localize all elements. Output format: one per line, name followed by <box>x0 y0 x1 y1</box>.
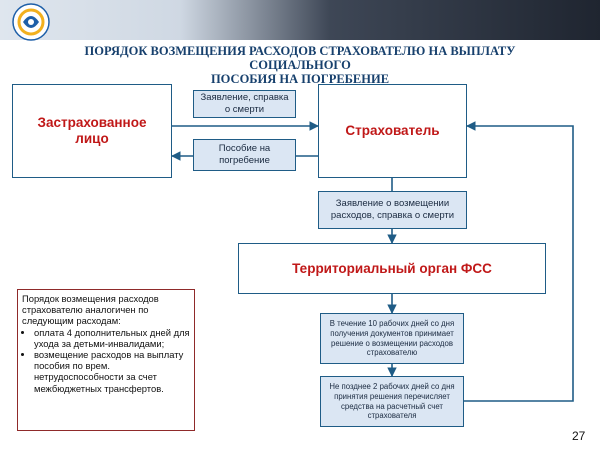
page-title-line: ПОРЯДОК ВОЗМЕЩЕНИЯ РАСХОДОВ СТРАХОВАТЕЛЮ… <box>84 44 516 72</box>
insured-person-box: Застрахованное лицо <box>12 84 172 178</box>
doc-allowance-text: погребение <box>219 155 270 166</box>
doc-application: Заявление, справка о смерти <box>193 90 296 118</box>
doc-allowance: Пособие на погребение <box>193 139 296 171</box>
arrow-transfer-to-insurer <box>464 121 574 402</box>
doc-reimbursement-text: Заявление о возмещении <box>335 198 450 209</box>
doc-transfer: Не позднее 2 рабочих дней со дня приняти… <box>320 376 464 427</box>
insured-person-label: Застрахованное <box>37 115 147 130</box>
doc-reimbursement-application: Заявление о возмещении расходов, справка… <box>318 191 467 229</box>
page-number: 27 <box>572 429 586 443</box>
page-title-line: ПОСОБИЯ НА ПОГРЕБЕНИЕ <box>210 72 390 86</box>
note-list: оплата 4 дополнительных дней для ухода з… <box>22 327 190 394</box>
doc-decision: В течение 10 рабочих дней со дня получен… <box>320 313 464 364</box>
doc-application-text: о смерти <box>224 104 265 115</box>
fss-label: Территориальный орган ФСС <box>292 260 492 276</box>
insured-person-label: лицо <box>75 131 109 146</box>
fss-emblem-icon <box>12 3 50 41</box>
doc-allowance-text: Пособие на <box>218 143 271 154</box>
doc-decision-text: В течение 10 рабочих дней со дня получен… <box>329 319 455 358</box>
doc-reimbursement-text: расходов, справка о смерти <box>330 210 455 221</box>
page-title: ПОРЯДОК ВОЗМЕЩЕНИЯ РАСХОДОВ СТРАХОВАТЕЛЮ… <box>70 44 530 86</box>
note-box: Порядок возмещения расходов страхователю… <box>17 289 195 431</box>
header-band <box>0 0 600 40</box>
note-intro: Порядок возмещения расходов страхователю… <box>22 293 159 327</box>
insurer-label: Страхователь <box>345 123 440 138</box>
fss-box: Территориальный орган ФСС <box>238 243 546 294</box>
doc-application-text: Заявление, справка <box>200 92 289 103</box>
note-item: оплата 4 дополнительных дней для ухода з… <box>34 327 190 349</box>
insurer-box: Страхователь <box>318 84 467 178</box>
doc-transfer-text: Не позднее 2 рабочих дней со дня приняти… <box>329 382 455 421</box>
note-item: возмещение расходов на выплату пособия п… <box>34 349 190 394</box>
